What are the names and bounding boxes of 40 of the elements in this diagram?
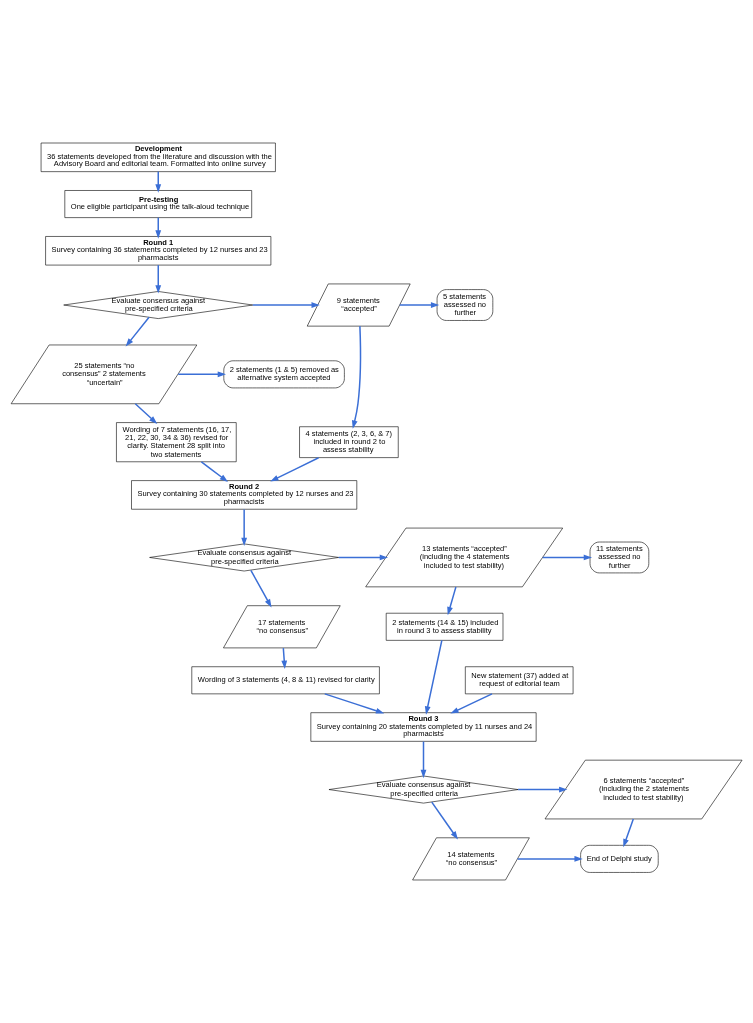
arrow xyxy=(270,457,320,482)
node-box: Round 1 Survey containing 36 statements completed by 12 nurses and 23 pharmacists xyxy=(45,236,272,266)
arrow xyxy=(447,586,457,616)
arrow xyxy=(250,569,272,608)
arrow xyxy=(337,554,389,561)
arrow xyxy=(399,302,440,308)
arrow xyxy=(431,801,458,840)
node-box: Wording of 3 statements (4, 8 & 11) revised for clarity xyxy=(191,666,380,695)
arrow xyxy=(155,170,162,193)
node-box: Wording of 7 statements (16, 17, 21, 22, 30, 34 & 36) revised for clarity. Statement 28 split into two statements xyxy=(116,422,237,463)
arrow xyxy=(420,740,427,779)
node-box: 5 statements assessed no further xyxy=(436,289,494,321)
node-box: New statement (37) added at request of editorial team xyxy=(465,666,574,695)
arrow xyxy=(134,403,158,424)
node-diamond: Evaluate consensus against pre-specified criteria xyxy=(149,543,339,572)
arrow xyxy=(623,818,635,848)
node-box: 11 statements assessed no further xyxy=(589,541,650,574)
arrow xyxy=(252,302,320,308)
node-box: End of Delphi study xyxy=(580,845,659,873)
arrow xyxy=(125,316,150,347)
node-diamond: Evaluate consensus against pre-specified criteria xyxy=(63,291,254,319)
node-box: 4 statements (2, 3, 6, & 7) included in round 2 to assess stability xyxy=(299,426,399,458)
node-box: Round 2 Survey containing 30 statements completed by 12 nurses and 23 pharmacists xyxy=(131,480,358,510)
node-diamond: Evaluate consensus against pre-specified criteria xyxy=(328,775,519,804)
arrow xyxy=(177,371,226,378)
arrow xyxy=(517,786,568,793)
arrow xyxy=(424,639,443,715)
arrow xyxy=(516,855,583,862)
arrow xyxy=(155,216,162,239)
node-box: Pre-testing One eligible participant using the talk-aloud technique xyxy=(64,190,252,218)
node-box: Development 36 statements developed from the literature and discussion with the Advisory Board and editorial team. Formatted into online survey xyxy=(40,142,276,172)
node-box: 2 statements (14 & 15) included in round 3 to assess stability xyxy=(385,612,504,641)
arrow xyxy=(351,325,362,429)
node-box: Round 3 Survey containing 20 statements completed by 11 nurses and 24 pharmacists xyxy=(310,712,537,742)
arrow xyxy=(541,554,593,561)
arrow xyxy=(200,461,228,482)
node-box: 2 statements (1 & 5) removed as alternative system accepted xyxy=(223,360,345,389)
arrow xyxy=(241,508,248,547)
arrow xyxy=(281,647,288,669)
arrow xyxy=(155,264,162,294)
